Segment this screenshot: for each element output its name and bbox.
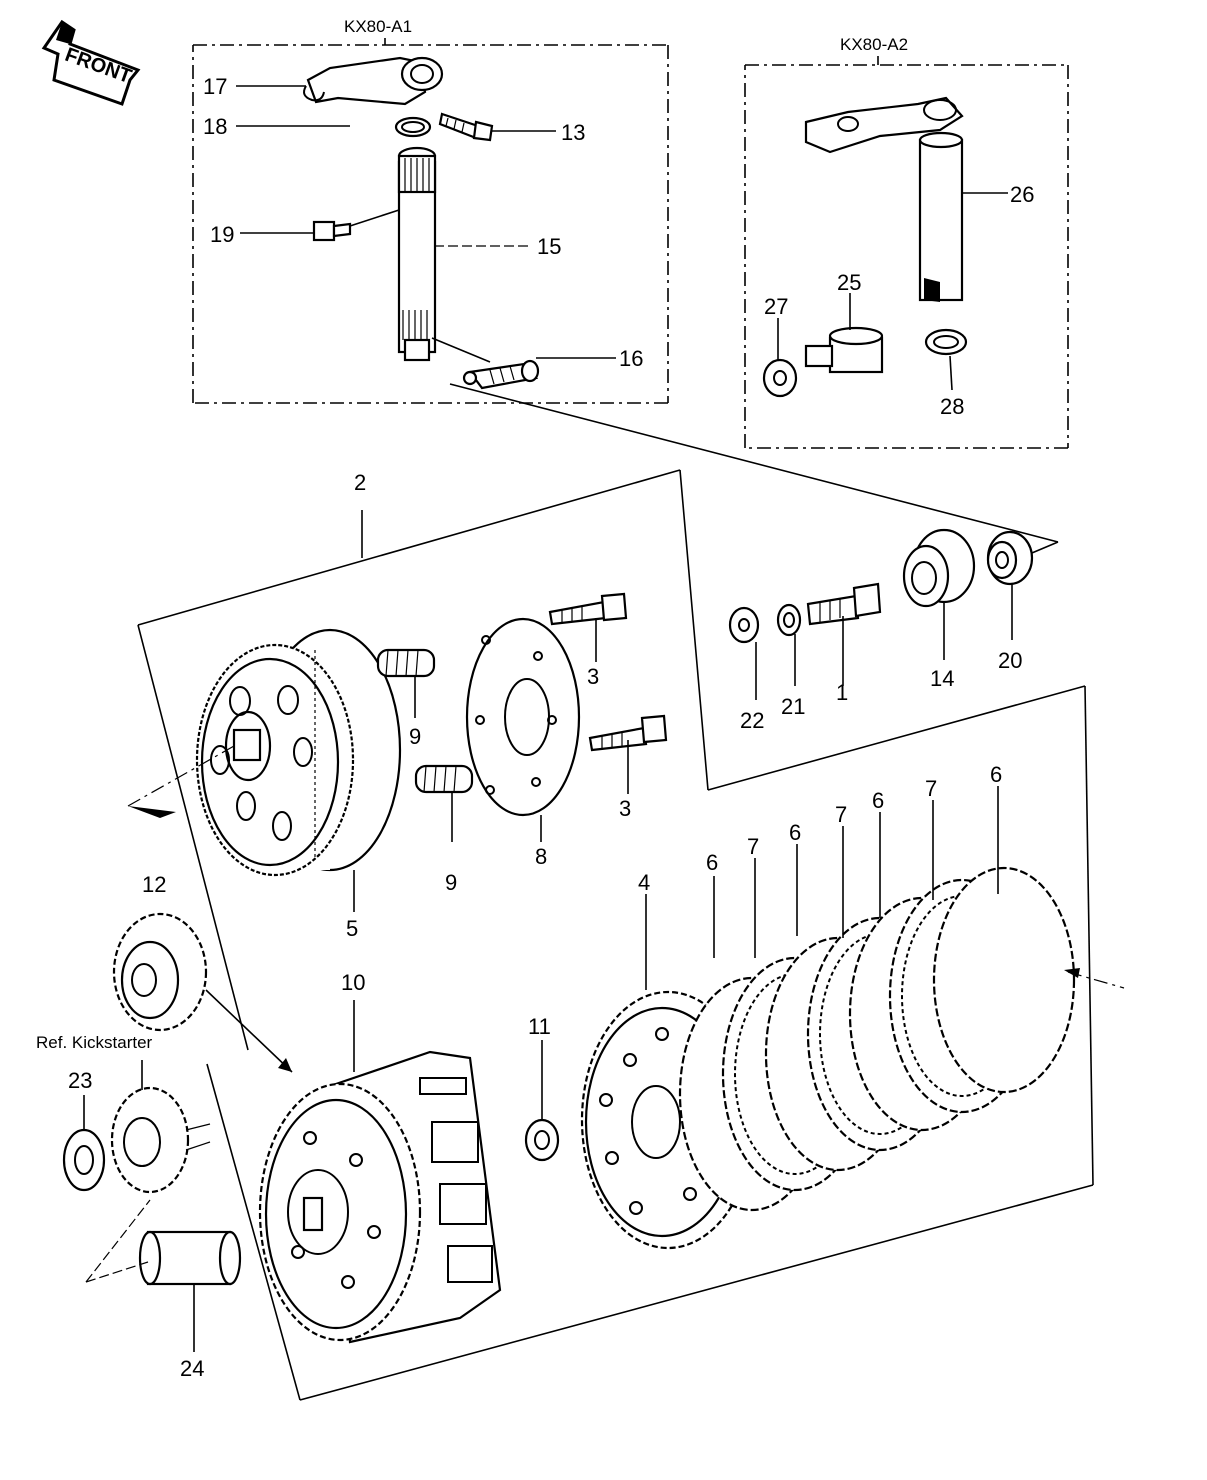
callout-6d: 6: [990, 762, 1002, 787]
pin-16-part: [462, 359, 540, 390]
callout-9a: 9: [409, 724, 421, 749]
kick-arm-part: [303, 56, 444, 106]
kx80-a2-group: KX80-A2: [744, 35, 1069, 449]
kick-shaft-26-part: [804, 96, 964, 302]
callout-7b: 7: [835, 802, 847, 827]
circlip-28-part: [924, 328, 968, 356]
callout-27: 27: [764, 294, 788, 319]
callout-22: 22: [740, 708, 764, 733]
clutch-plates-stack: [678, 866, 1076, 1212]
callout-12: 12: [142, 872, 166, 897]
lower-assembly-outline: [206, 685, 1094, 1401]
callout-24: 24: [180, 1356, 204, 1381]
pressure-plate-part: [465, 617, 581, 817]
bearing-20-part: [986, 530, 1034, 586]
callout-25: 25: [837, 270, 861, 295]
callout-18: 18: [203, 114, 227, 139]
kx80-a1-label: KX80-A1: [344, 17, 412, 36]
callout-3a: 3: [587, 664, 599, 689]
callout-8: 8: [535, 844, 547, 869]
callout-6a: 6: [706, 850, 718, 875]
callout-7c: 7: [925, 776, 937, 801]
callout-15: 15: [537, 234, 561, 259]
bolt-13-part: [438, 112, 494, 142]
kick-gear-part: [110, 1086, 190, 1194]
callout-7a: 7: [747, 834, 759, 859]
kickstarter-ref-label: Ref. Kickstarter: [36, 1033, 153, 1052]
bolt-3-lower-part: [588, 714, 668, 752]
callout-9b: 9: [445, 870, 457, 895]
callout-14: 14: [930, 666, 954, 691]
callout-1: 1: [836, 680, 848, 705]
callout-13: 13: [561, 120, 585, 145]
kx80-a1-group: KX80-A1: [192, 17, 669, 404]
bolt-3-upper-part: [548, 592, 628, 626]
washer-23-part: [62, 1128, 106, 1192]
callout-28: 28: [940, 394, 964, 419]
callout-6b: 6: [789, 820, 801, 845]
callout-26: 26: [1010, 182, 1034, 207]
callout-6c: 6: [872, 788, 884, 813]
kick-shaft-part: [397, 146, 437, 362]
front-arrow-icon: FRONT: [41, 19, 141, 106]
clutch-housing-part: [258, 1050, 502, 1344]
collar-25-part: [804, 326, 884, 374]
spring-lower-part: [414, 764, 474, 794]
sleeve-24-part: [138, 1230, 242, 1286]
callout-16: 16: [619, 346, 643, 371]
bolt-1-part: [806, 582, 882, 626]
washer-22-part: [728, 606, 760, 644]
callout-2: 2: [354, 470, 366, 495]
callout-10: 10: [341, 970, 365, 995]
kx80-a2-label: KX80-A2: [840, 35, 908, 54]
callout-20: 20: [998, 648, 1022, 673]
callout-4: 4: [638, 870, 650, 895]
callout-21: 21: [781, 694, 805, 719]
clutch-hub-part: [195, 628, 402, 877]
spring-upper-part: [376, 648, 436, 678]
callout-5: 5: [346, 916, 358, 941]
callout-23: 23: [68, 1068, 92, 1093]
circlip-part: [394, 116, 432, 138]
primary-gear-12-part: [112, 912, 208, 1032]
callout-19: 19: [210, 222, 234, 247]
screw-19-part: [312, 220, 352, 242]
callout-11: 11: [528, 1014, 551, 1039]
washer-27-part: [762, 358, 798, 398]
callout-3b: 3: [619, 796, 631, 821]
washer-11-part: [524, 1118, 560, 1162]
callout-17: 17: [203, 74, 227, 99]
upper-assembly-outline: [137, 469, 1086, 1051]
lock-washer-21-part: [776, 603, 802, 637]
push-rod-holder-14-part: [902, 528, 976, 608]
